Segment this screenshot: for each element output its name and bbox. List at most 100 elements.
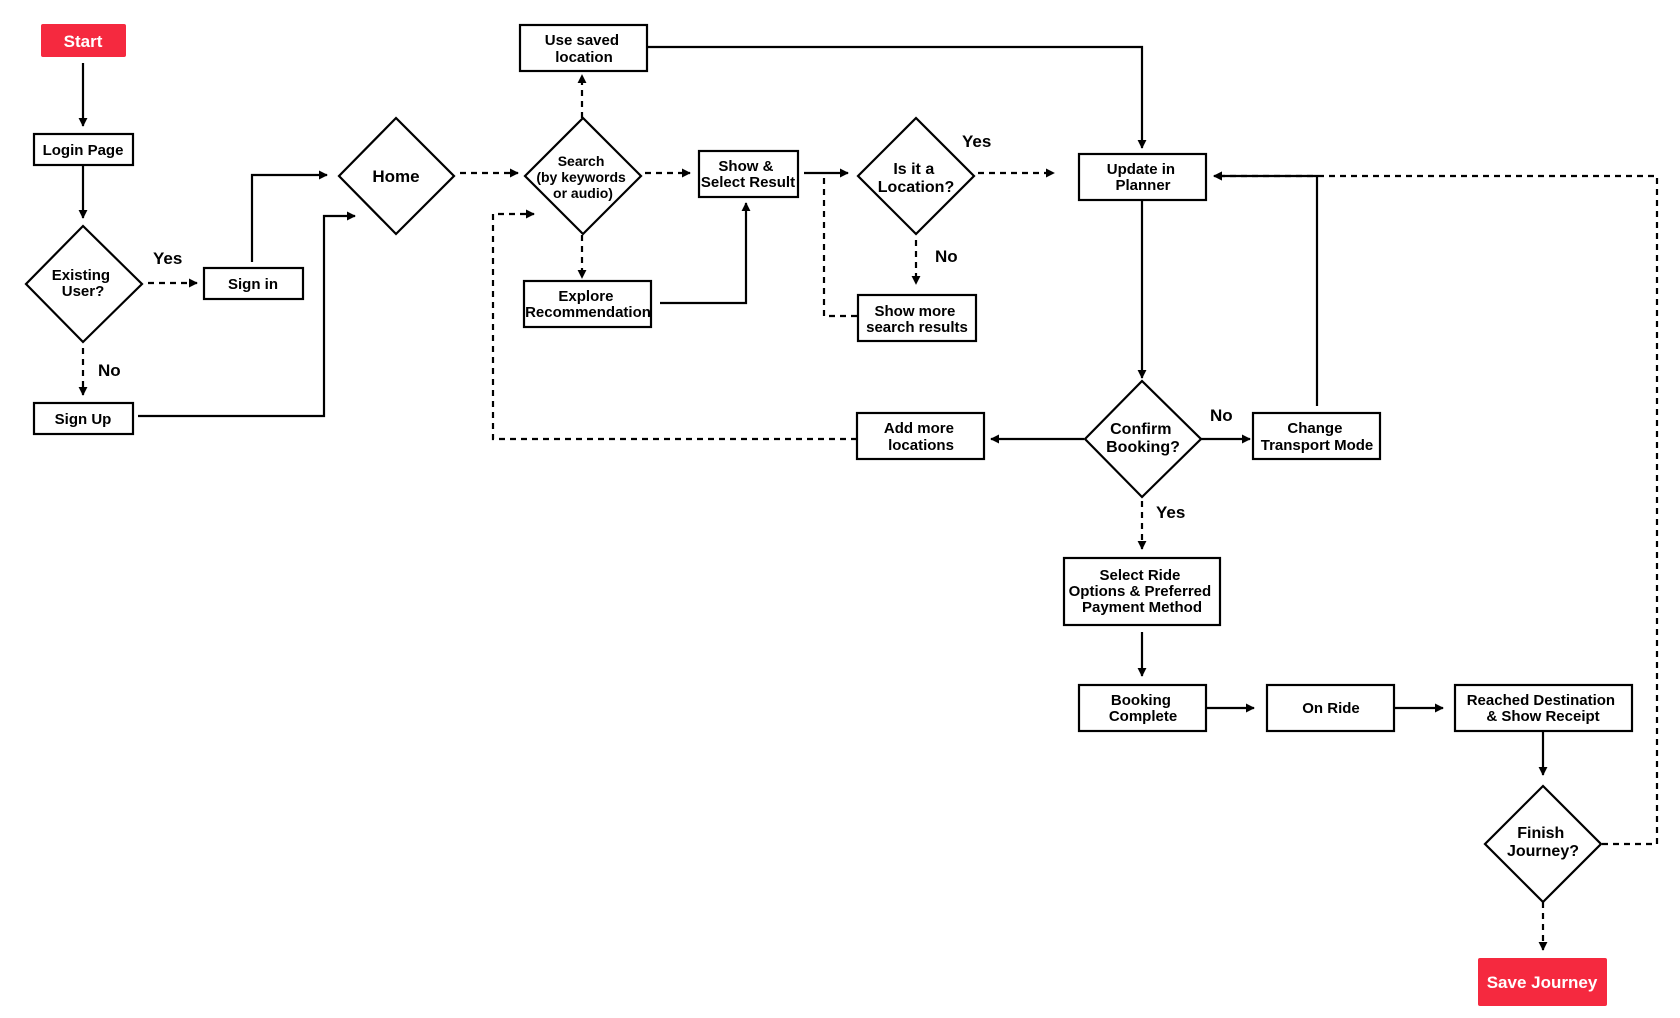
search-label: Search (by keywords or audio) [536,153,629,201]
start-terminal: Start [41,24,126,57]
add-more-locations-label: Add more locations [884,420,958,454]
is-location-line-1: Is it a [893,161,934,178]
show-more-results-box-shape [856,293,978,343]
use-saved-location-line-2: location [555,49,613,66]
confirm-booking-line-2: Booking? [1106,439,1180,456]
show-select-result-label: Show & Select Result [701,158,795,191]
sign-in-label: Sign in [228,276,278,293]
login-page-box: Login Page [32,132,135,167]
explore-recommendation-label: Explore Recommendation [525,288,651,321]
show-more-results-label: Show more search results [866,303,968,336]
search-line-3: or audio) [553,185,613,201]
branch-label-location-yes: Yes [962,132,991,151]
update-planner-label: Update in Planner [1107,161,1180,194]
branch-label-existing-yes: Yes [153,249,182,268]
select-ride-line-2: Options & Preferred [1069,583,1212,600]
finish-journey-line-2: Journey? [1507,843,1579,860]
confirm-booking-label: Confirm Booking? [1106,421,1180,456]
show-more-line-2: search results [866,319,968,336]
show-more-results-box: Show more search results [856,293,978,343]
edge-signin-home [250,170,328,262]
update-planner-box-shape [1077,152,1208,202]
existing-user-line-1: Existing [52,267,110,284]
is-location-decision: Is it a Location? [856,116,976,236]
edge-addmore-search [491,209,857,441]
show-select-line-2: Select Result [701,174,795,191]
change-transport-mode-box: Change Transport Mode [1251,411,1382,461]
explore-recommendation-box-shape [522,279,653,329]
change-transport-mode-box-shape [1251,411,1382,461]
confirm-booking-decision-shape [1083,379,1203,499]
select-ride-options-box-shape [1062,556,1222,627]
existing-user-decision-shape [24,224,144,344]
reached-destination-box-shape [1453,683,1634,733]
start-terminal-shape [41,24,126,57]
confirm-booking-line-1: Confirm [1110,421,1171,438]
finish-journey-label: Finish Journey? [1507,825,1579,860]
show-select-line-1: Show & [718,158,773,175]
save-journey-terminal-shape [1478,958,1607,1006]
search-node-shape [523,116,643,236]
confirm-booking-decision: Confirm Booking? [1083,379,1203,499]
connectors [78,45,1659,951]
change-transport-mode-label: Change Transport Mode [1261,420,1374,454]
booking-complete-line-1: Booking [1111,692,1171,709]
sign-up-box: Sign Up [32,401,135,436]
existing-user-label: Existing User? [52,267,115,300]
is-location-decision-shape [856,116,976,236]
existing-user-decision: Existing User? [24,224,144,344]
branch-label-location-no: No [935,247,958,266]
finish-journey-line-1: Finish [1517,825,1564,842]
edge-finish-planner [1213,171,1659,846]
explore-line-1: Explore [558,288,613,305]
use-saved-location-line-1: Use saved [545,32,619,49]
save-journey-label: Save Journey [1487,973,1598,992]
reached-line-2: & Show Receipt [1486,708,1599,725]
branch-labels: Yes No Yes No No Yes [98,132,1233,522]
use-saved-location-box: Use saved location [518,23,649,73]
booking-complete-label: Booking Complete [1109,692,1177,725]
home-node-shape [337,116,456,236]
login-page-box-shape [32,132,135,167]
search-line-2: (by keywords [536,169,626,185]
on-ride-box-shape [1265,683,1396,733]
home-label: Home [372,167,419,186]
show-select-result-box: Show & Select Result [697,149,800,199]
edge-explore-show [660,202,751,305]
change-mode-line-1: Change [1287,420,1342,437]
login-page-label: Login Page [43,142,124,159]
edge-change-planner [1213,171,1319,406]
edge-saved-planner [647,45,1147,149]
update-planner-box: Update in Planner [1077,152,1208,202]
nodes: Start Login Page Existing User? Sign in … [24,23,1634,1006]
finish-journey-decision: Finish Journey? [1483,784,1603,904]
booking-complete-box: Booking Complete [1077,683,1208,733]
existing-user-line-2: User? [62,283,105,300]
reached-line-1: Reached Destination [1467,692,1615,709]
select-ride-line-1: Select Ride [1099,567,1180,584]
branch-label-confirm-yes: Yes [1156,503,1185,522]
sign-in-box-shape [202,266,305,301]
select-ride-options-box: Select Ride Options & Preferred Payment … [1062,556,1222,627]
add-more-locations-box: Add more locations [855,411,986,461]
save-journey-terminal: Save Journey [1478,958,1607,1006]
branch-label-confirm-no: No [1210,406,1233,425]
is-location-label: Is it a Location? [878,161,954,196]
add-more-line-2: locations [888,437,954,454]
select-ride-line-3: Payment Method [1082,599,1202,616]
is-location-line-2: Location? [878,179,954,196]
reached-destination-label: Reached Destination & Show Receipt [1467,692,1620,725]
sign-up-box-shape [32,401,135,436]
sign-up-label: Sign Up [55,411,112,428]
reached-destination-box: Reached Destination & Show Receipt [1453,683,1634,733]
home-node: Home [337,116,456,236]
add-more-locations-box-shape [855,411,986,461]
edge-showmore-show [822,173,857,318]
explore-recommendation-box: Explore Recommendation [522,279,653,329]
show-more-line-1: Show more [874,303,955,320]
update-planner-line-1: Update in [1107,161,1175,178]
add-more-line-1: Add more [884,420,954,437]
booking-complete-box-shape [1077,683,1208,733]
show-select-result-box-shape [697,149,800,199]
on-ride-label: On Ride [1302,700,1360,717]
